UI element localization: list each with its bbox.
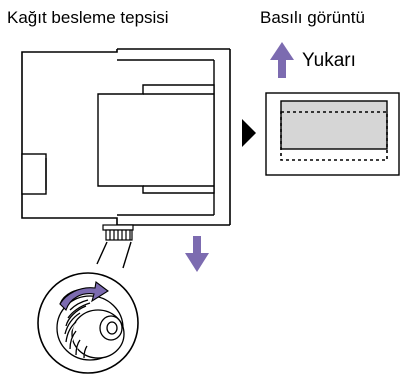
play-triangle-icon xyxy=(242,119,256,147)
rotate-clockwise-icon xyxy=(59,281,109,312)
tray-title: Kağıt besleme tepsisi xyxy=(7,8,169,27)
tray-paper xyxy=(97,84,215,194)
print-image-dashed-area xyxy=(280,111,388,161)
print-image-area xyxy=(280,100,388,150)
up-arrow-icon xyxy=(270,42,294,78)
adjustment-knob xyxy=(102,224,134,241)
down-arrow-icon xyxy=(185,236,209,272)
up-label: Yukarı xyxy=(302,50,356,71)
print-title: Basılı görüntü xyxy=(260,8,365,27)
callout-lines xyxy=(96,241,132,269)
tray-handle xyxy=(21,153,47,195)
knob-magnified xyxy=(56,295,125,361)
